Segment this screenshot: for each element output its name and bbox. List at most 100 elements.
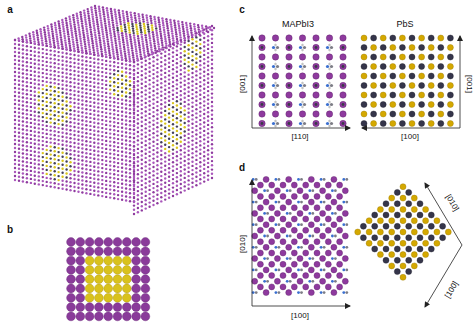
atom xyxy=(121,111,123,113)
atom xyxy=(145,72,147,74)
atom xyxy=(122,41,124,43)
atom xyxy=(141,180,143,182)
atom xyxy=(42,100,44,102)
atom xyxy=(81,147,83,149)
atom xyxy=(85,152,87,154)
atom xyxy=(81,163,83,165)
atom xyxy=(76,44,78,46)
atom xyxy=(18,104,20,106)
atom xyxy=(106,9,108,11)
atom xyxy=(34,175,36,177)
atom xyxy=(177,20,179,22)
atom xyxy=(145,64,147,66)
atom xyxy=(145,55,147,57)
atom xyxy=(18,168,20,170)
atom xyxy=(125,111,127,113)
atom xyxy=(141,184,143,186)
atom xyxy=(14,63,16,65)
atom xyxy=(59,34,61,36)
atom xyxy=(126,11,128,13)
atom xyxy=(54,22,56,24)
atom xyxy=(85,72,87,74)
atom xyxy=(26,73,28,75)
atom xyxy=(85,184,87,186)
atom xyxy=(14,155,16,157)
atom xyxy=(116,22,118,24)
atom xyxy=(65,144,67,146)
atom xyxy=(73,45,75,47)
atom xyxy=(117,166,119,168)
atom xyxy=(65,124,67,126)
atom xyxy=(150,22,152,24)
atom xyxy=(113,77,115,79)
atom xyxy=(34,99,36,101)
atom xyxy=(129,116,131,118)
atom xyxy=(69,101,71,103)
atom xyxy=(29,40,31,42)
atom xyxy=(89,53,91,55)
atom xyxy=(93,190,95,192)
atom xyxy=(113,125,115,127)
atom xyxy=(42,184,44,186)
atom xyxy=(145,93,147,95)
atom xyxy=(26,101,28,103)
atom xyxy=(52,35,54,37)
atom xyxy=(61,116,63,118)
atom xyxy=(73,74,75,76)
atom xyxy=(105,180,107,182)
atom xyxy=(66,26,68,28)
atom xyxy=(50,53,52,55)
atom xyxy=(81,115,83,117)
atom xyxy=(128,56,130,58)
atom xyxy=(133,153,135,155)
atom xyxy=(169,19,171,21)
atom xyxy=(105,68,107,70)
atom xyxy=(67,31,69,33)
atom xyxy=(182,28,184,30)
atom xyxy=(129,200,131,202)
atom xyxy=(141,61,143,63)
atom xyxy=(120,52,122,54)
atom xyxy=(130,11,132,13)
atom xyxy=(96,23,98,25)
atom xyxy=(61,148,63,150)
atom xyxy=(101,55,103,57)
atom xyxy=(65,116,67,118)
atom xyxy=(89,185,91,187)
atom xyxy=(140,29,142,31)
atom xyxy=(18,96,20,98)
atom xyxy=(137,148,139,150)
atom xyxy=(77,179,79,181)
atom xyxy=(37,36,39,38)
atom xyxy=(54,166,56,168)
atom xyxy=(136,30,138,32)
atom xyxy=(61,80,63,82)
atom xyxy=(125,155,127,157)
atom xyxy=(30,58,32,60)
atom xyxy=(34,171,36,173)
atom xyxy=(58,25,60,27)
atom xyxy=(129,108,131,110)
atom xyxy=(42,152,44,154)
atom xyxy=(53,42,55,44)
atom xyxy=(137,76,139,78)
atom xyxy=(129,60,131,62)
atom xyxy=(145,68,147,70)
atom xyxy=(151,24,153,26)
atom xyxy=(101,75,103,77)
atom xyxy=(89,161,91,163)
atom xyxy=(117,182,119,184)
atom xyxy=(145,199,147,201)
atom xyxy=(50,153,52,155)
atom xyxy=(30,46,32,48)
atom xyxy=(50,149,52,151)
atom xyxy=(38,127,40,129)
atom xyxy=(156,32,158,34)
atom xyxy=(125,127,127,129)
atom xyxy=(73,90,75,92)
atom xyxy=(69,61,71,63)
atom xyxy=(26,93,28,95)
atom xyxy=(113,137,115,139)
atom xyxy=(137,63,139,65)
atom xyxy=(51,28,53,30)
